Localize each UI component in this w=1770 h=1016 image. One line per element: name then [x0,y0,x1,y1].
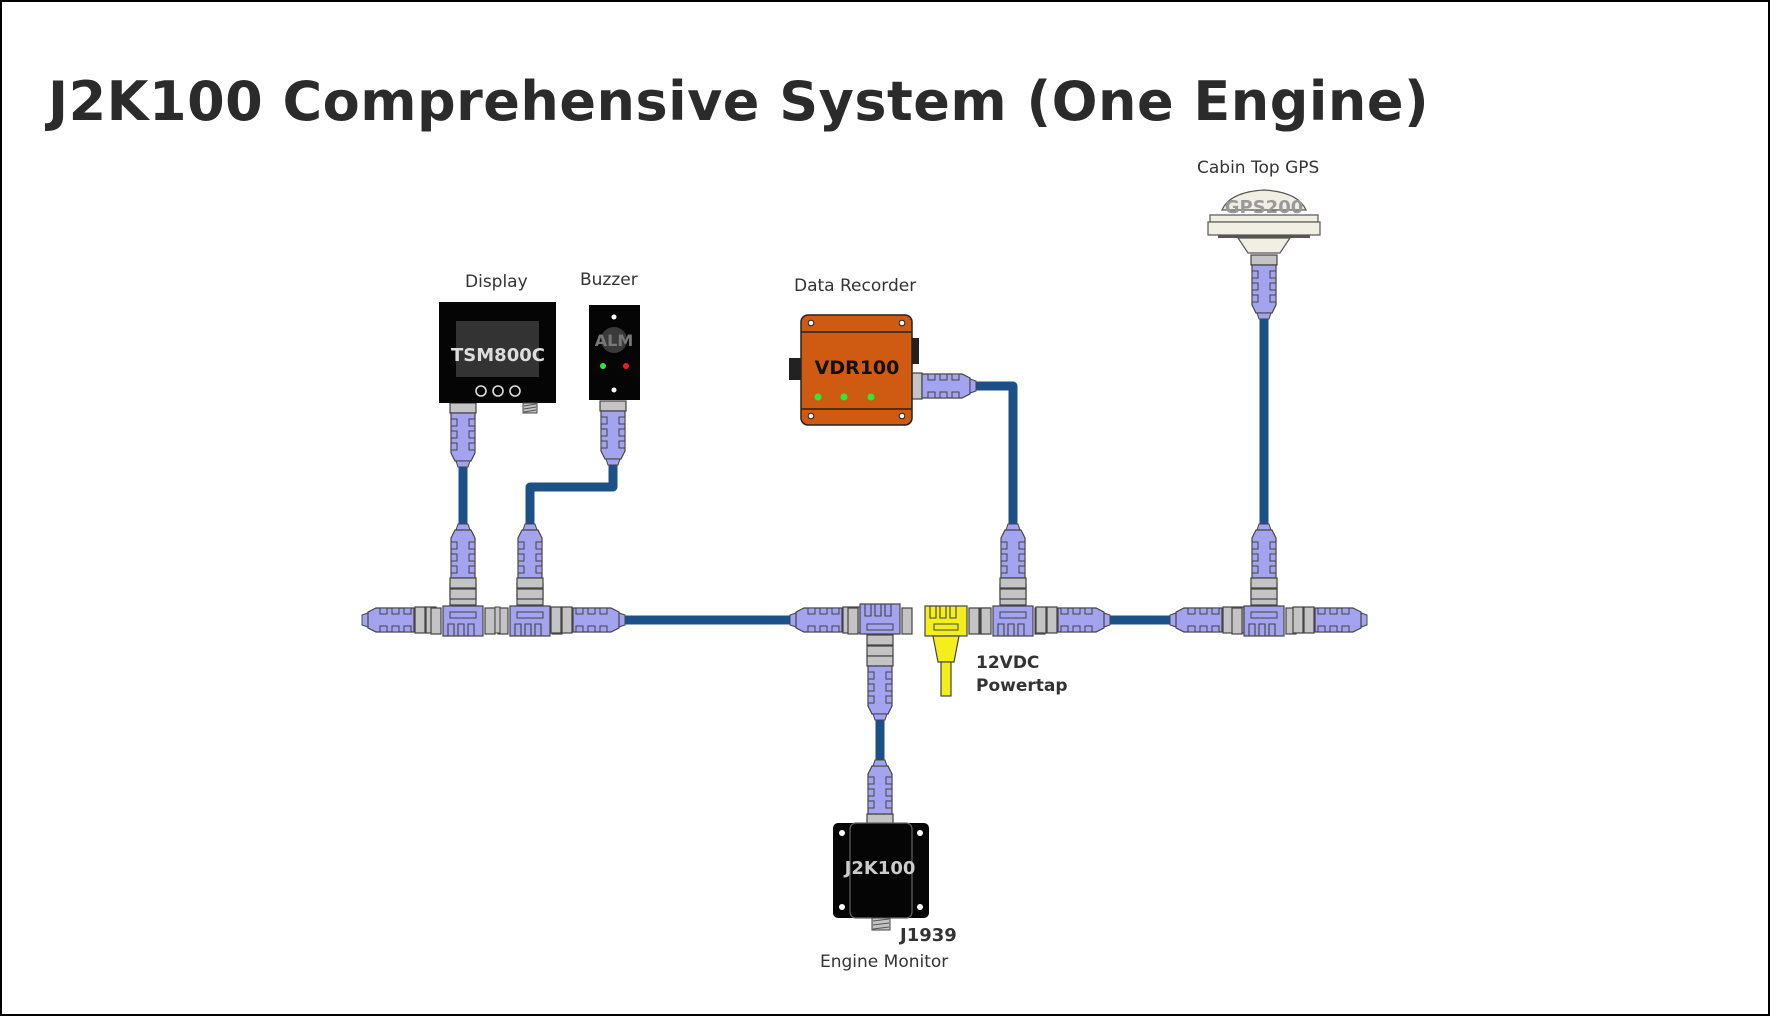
engine-monitor-label: Engine Monitor [820,952,949,972]
buzzer-drop-cable [525,462,618,528]
buzzer-led-green [600,363,606,369]
page-title: J2K100 Comprehensive System (One Engine) [48,70,1430,133]
recorder-led-3 [867,393,875,401]
recorder-device[interactable]: VDR100 [789,314,919,426]
display-device[interactable]: TSM800C [439,302,556,414]
buzzer-label: Buzzer [580,270,638,290]
gps-label: Cabin Top GPS [1197,158,1320,178]
j1939-label: J1939 [900,925,957,946]
powertap-label-line2: Powertap [976,676,1068,696]
cables [458,312,1269,760]
display-button-2 [492,385,504,397]
gps-device[interactable]: GPS200 [1207,189,1321,254]
engine-monitor-device[interactable]: J2K100 [833,822,929,931]
recorder-led-2 [840,393,848,401]
display-label: Display [465,272,528,292]
display-button-3 [509,385,521,397]
engine-model-text: J2K100 [843,858,916,879]
powertap-connector [924,605,968,697]
recorder-drop-cable [972,381,1018,528]
recorder-led-1 [814,393,822,401]
buzzer-device[interactable]: ALM [589,305,640,400]
buzzer-model-text: ALM [595,331,634,350]
recorder-model-text: VDR100 [815,357,900,379]
backbone-segment-middle [789,583,1111,697]
powertap-label-line1: 12VDC [976,653,1040,673]
gps-model-text: GPS200 [1225,197,1304,218]
recorder-label: Data Recorder [794,276,917,296]
backbone-segment-left [361,583,626,637]
display-model-text: TSM800C [451,345,545,366]
display-button-1 [475,385,487,397]
buzzer-led-red [623,363,629,369]
